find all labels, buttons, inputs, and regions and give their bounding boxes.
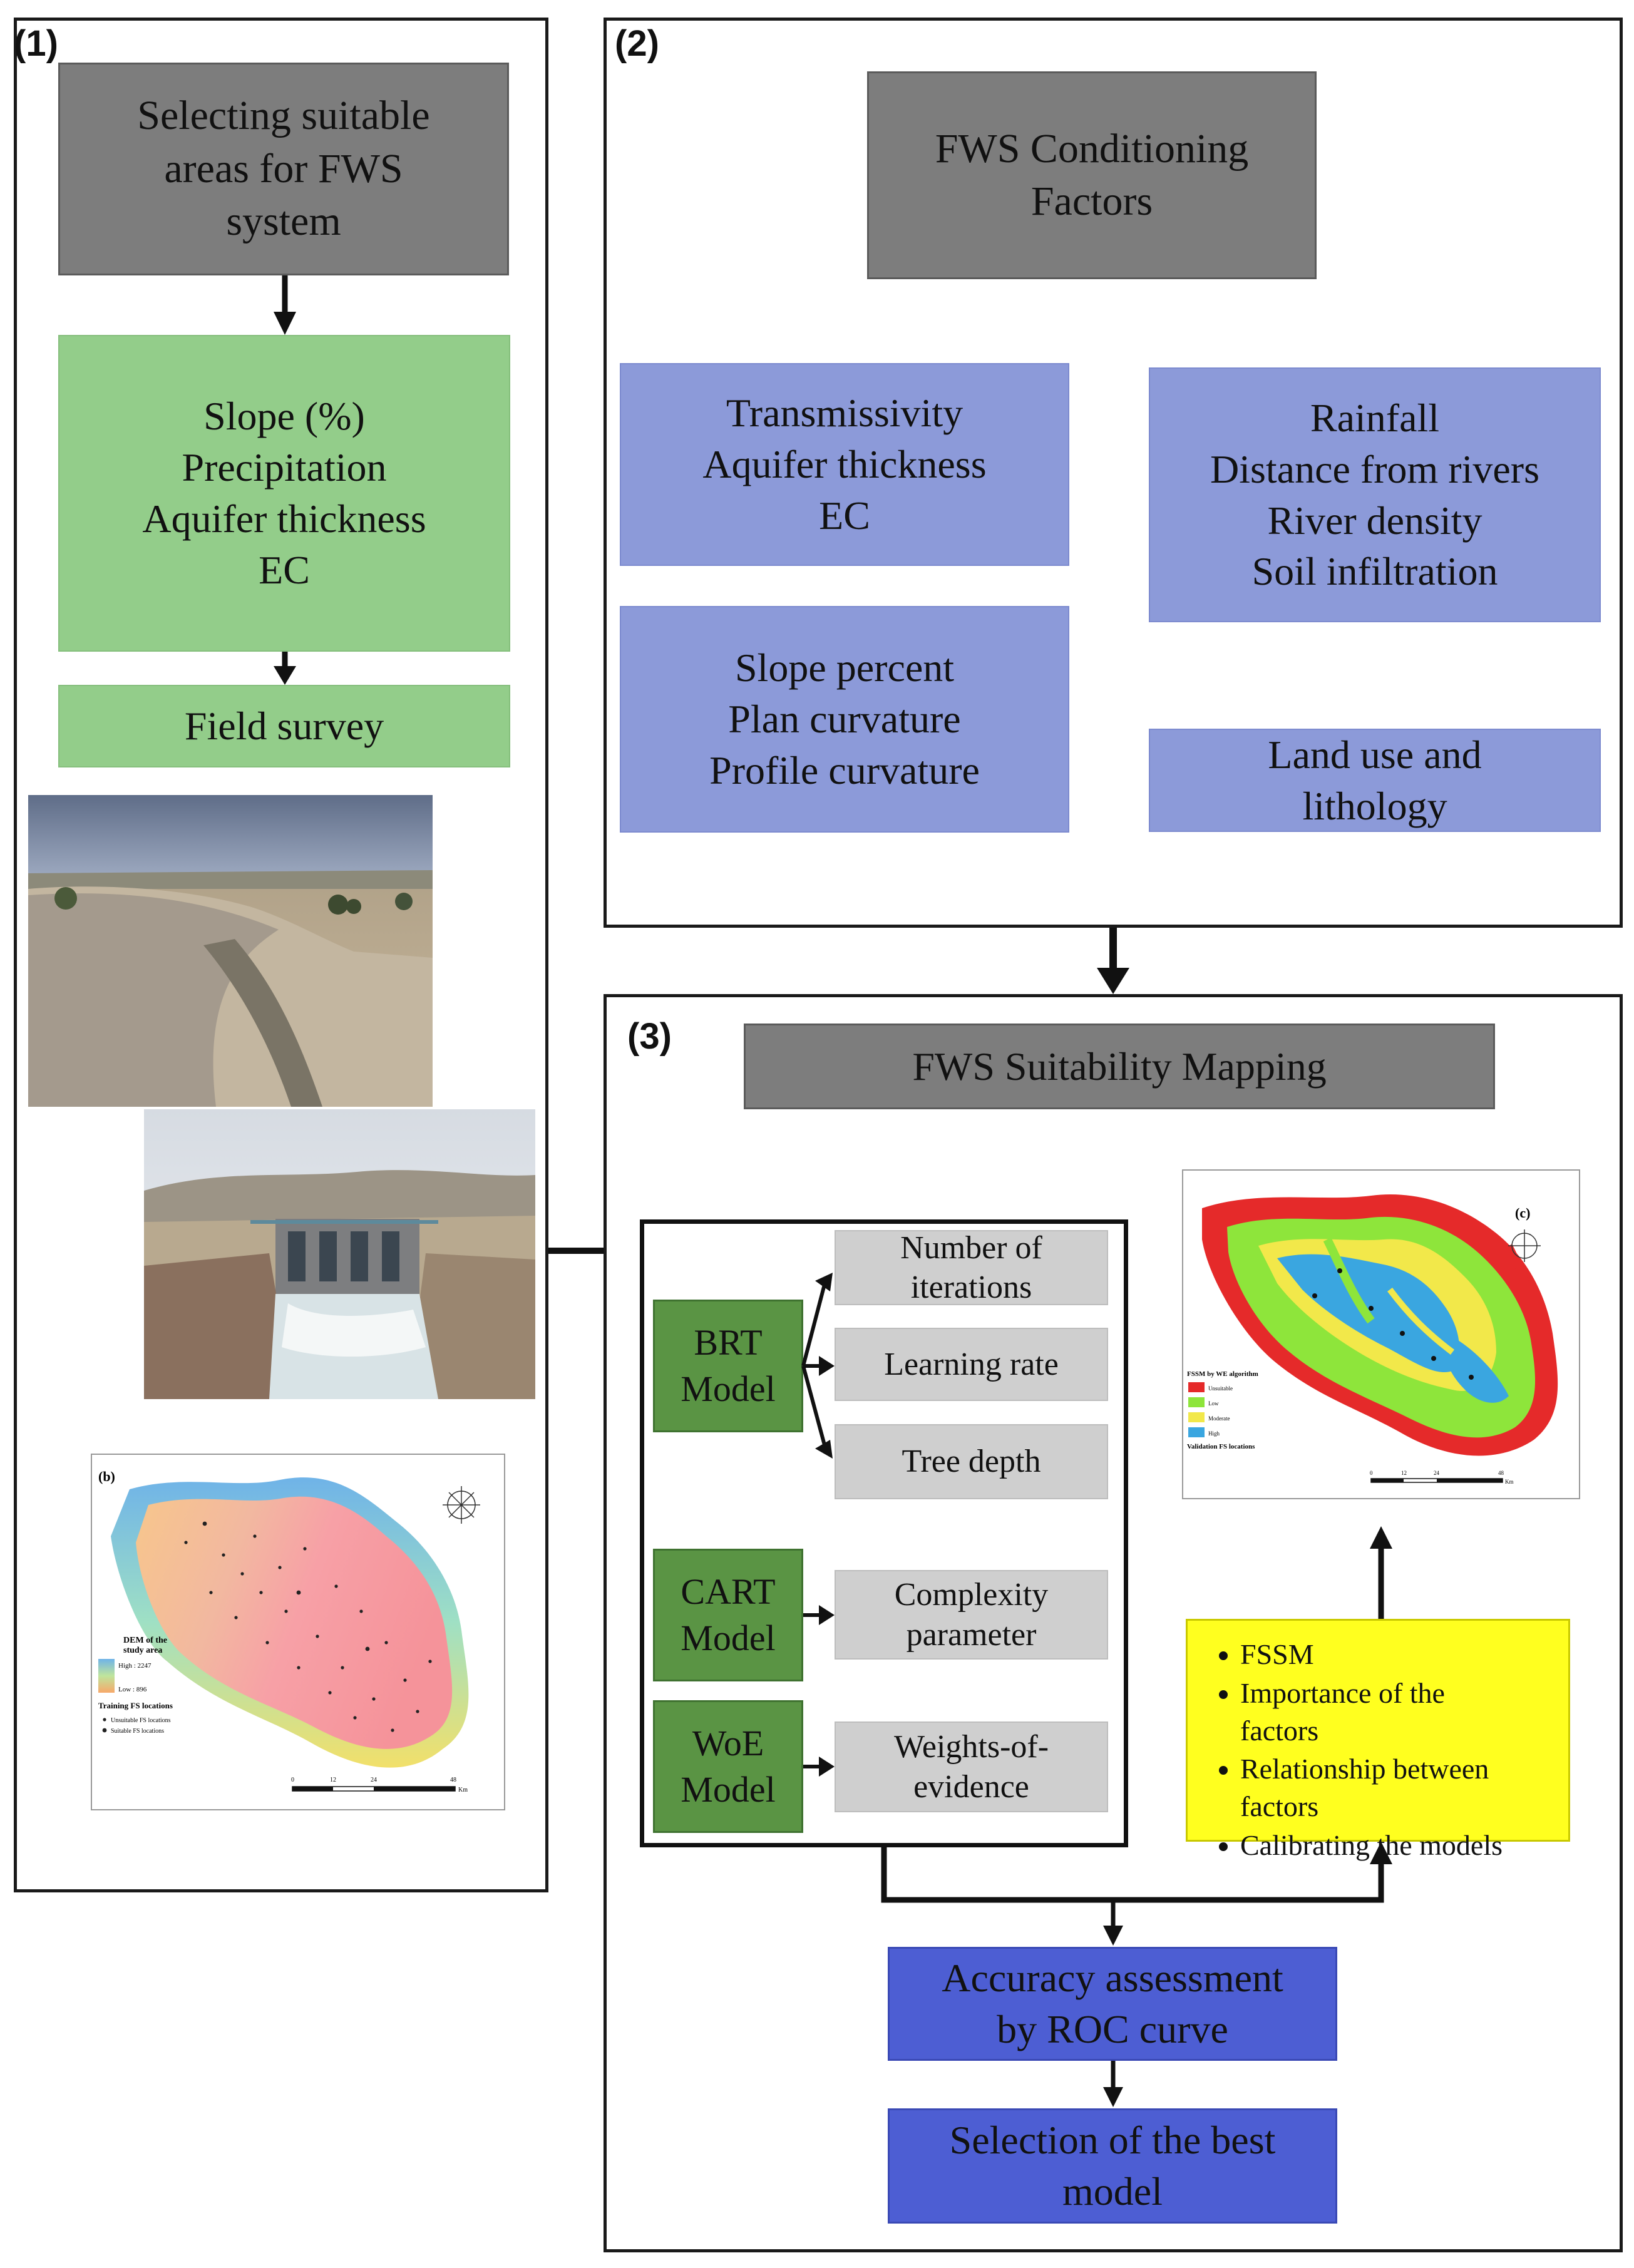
outputs-box: FSSM Importance of the factors Relations… <box>1186 1619 1570 1861</box>
models-frame <box>640 1219 1128 1847</box>
suit-scale-0: 0 <box>1370 1470 1373 1476</box>
dem-scale-24: 24 <box>371 1777 377 1783</box>
cart-model-label: CART Model <box>681 1571 776 1658</box>
output-item: Relationship between factors <box>1240 1750 1556 1825</box>
factors-group-rainfall-text: Rainfall Distance from rivers River dens… <box>1210 395 1540 594</box>
selecting-areas-text: Selecting suitable areas for FWS system <box>137 93 430 245</box>
reservoir-photo <box>28 795 433 1107</box>
criteria-text: Slope (%) Precipitation Aquifer thicknes… <box>142 394 426 592</box>
dem-scale-unit: Km <box>458 1787 468 1793</box>
dem-legend-title-1: DEM of the <box>123 1636 167 1645</box>
cart-param-complexity-text: Complexity parameter <box>894 1577 1049 1653</box>
output-item: Calibrating the models <box>1240 1827 1556 1864</box>
dem-points-unsuitable: Unsuitable FS locations <box>111 1717 171 1724</box>
brt-param-learning-rate-text: Learning rate <box>884 1346 1059 1382</box>
accuracy-assessment-box: Accuracy assessment by ROC curve <box>888 1947 1337 2061</box>
dem-legend-low: Low : 896 <box>118 1686 147 1693</box>
cart-model-box: CART Model <box>653 1549 803 1681</box>
woe-param-weights-text: Weights-of- evidence <box>893 1729 1049 1805</box>
panel-2-label: (2) <box>615 23 659 64</box>
factors-group-rainfall: Rainfall Distance from rivers River dens… <box>1149 367 1601 622</box>
factors-group-transmissivity-text: Transmissivity Aquifer thickness EC <box>702 391 987 538</box>
dem-points-suitable: Suitable FS locations <box>111 1728 164 1735</box>
suit-scale-12: 12 <box>1401 1470 1407 1476</box>
suitability-mapping-title: FWS Suitability Mapping <box>912 1044 1327 1089</box>
dem-map: (b) DEM of the study area High : 2247 Lo… <box>91 1454 505 1810</box>
output-item: FSSM <box>1240 1636 1556 1673</box>
woe-model-box: WoE Model <box>653 1700 803 1833</box>
dem-scale-0: 0 <box>291 1777 294 1783</box>
dem-scale-48: 48 <box>450 1777 456 1783</box>
suit-scale-unit: Km <box>1505 1479 1514 1485</box>
dem-points-title: Training FS locations <box>98 1701 173 1710</box>
factors-group-slope: Slope percent Plan curvature Profile cur… <box>620 606 1069 833</box>
field-survey-text: Field survey <box>184 704 384 749</box>
suit-points-title: Validation FS locations <box>1187 1443 1255 1450</box>
brt-model-box: BRT Model <box>653 1300 803 1432</box>
suitability-mapping-title-box: FWS Suitability Mapping <box>744 1024 1495 1109</box>
suit-scale-48: 48 <box>1498 1470 1504 1476</box>
suit-class-unsuitable: Unsuitable <box>1208 1385 1233 1392</box>
factors-group-landuse-text: Land use and lithology <box>1268 732 1482 828</box>
dem-legend-title-2: study area <box>123 1646 162 1655</box>
arrowhead-p2-to-p3 <box>1097 968 1129 994</box>
cart-param-complexity: Complexity parameter <box>835 1570 1108 1660</box>
factors-group-transmissivity: Transmissivity Aquifer thickness EC <box>620 363 1069 566</box>
brt-param-tree-depth-text: Tree depth <box>902 1444 1041 1480</box>
suit-class-moderate: Moderate <box>1208 1415 1230 1422</box>
factors-group-landuse: Land use and lithology <box>1149 729 1601 832</box>
best-model-text: Selection of the best model <box>949 2118 1276 2214</box>
brt-param-iterations: Number of iterations <box>835 1230 1108 1305</box>
panel-3-label: (3) <box>627 1016 672 1057</box>
suit-map-letter: (c) <box>1515 1205 1530 1221</box>
brt-model-label: BRT Model <box>681 1321 776 1409</box>
suit-legend-title: FSSM by WE algorithm <box>1187 1370 1258 1378</box>
selecting-areas-box: Selecting suitable areas for FWS system <box>58 63 509 275</box>
criteria-box: Slope (%) Precipitation Aquifer thicknes… <box>58 335 510 652</box>
brt-param-tree-depth: Tree depth <box>835 1424 1108 1499</box>
accuracy-assessment-text: Accuracy assessment by ROC curve <box>942 1956 1283 2051</box>
suitability-map: (c) FSSM by WE algorithm Unsuitable Low … <box>1182 1169 1580 1499</box>
field-survey-box: Field survey <box>58 685 510 767</box>
best-model-box: Selection of the best model <box>888 2108 1337 2224</box>
brt-param-learning-rate: Learning rate <box>835 1328 1108 1401</box>
dam-photo <box>144 1109 535 1399</box>
panel-1-label: (1) <box>14 23 58 64</box>
woe-param-weights: Weights-of- evidence <box>835 1722 1108 1812</box>
output-item: Importance of the factors <box>1240 1675 1556 1750</box>
woe-model-label: WoE Model <box>681 1722 776 1810</box>
factors-group-slope-text: Slope percent Plan curvature Profile cur… <box>709 645 980 793</box>
conditioning-factors-title-box: FWS Conditioning Factors <box>867 71 1317 279</box>
outputs-list: FSSM Importance of the factors Relations… <box>1206 1636 1556 1864</box>
dem-map-letter: (b) <box>98 1469 115 1484</box>
suit-class-low: Low <box>1208 1400 1219 1407</box>
conditioning-factors-title: FWS Conditioning Factors <box>935 125 1249 224</box>
suit-scale-24: 24 <box>1434 1470 1440 1476</box>
brt-param-iterations-text: Number of iterations <box>900 1229 1042 1305</box>
dem-legend-high: High : 2247 <box>118 1662 152 1670</box>
dem-scale-12: 12 <box>330 1777 336 1783</box>
suit-class-high: High <box>1208 1430 1220 1437</box>
